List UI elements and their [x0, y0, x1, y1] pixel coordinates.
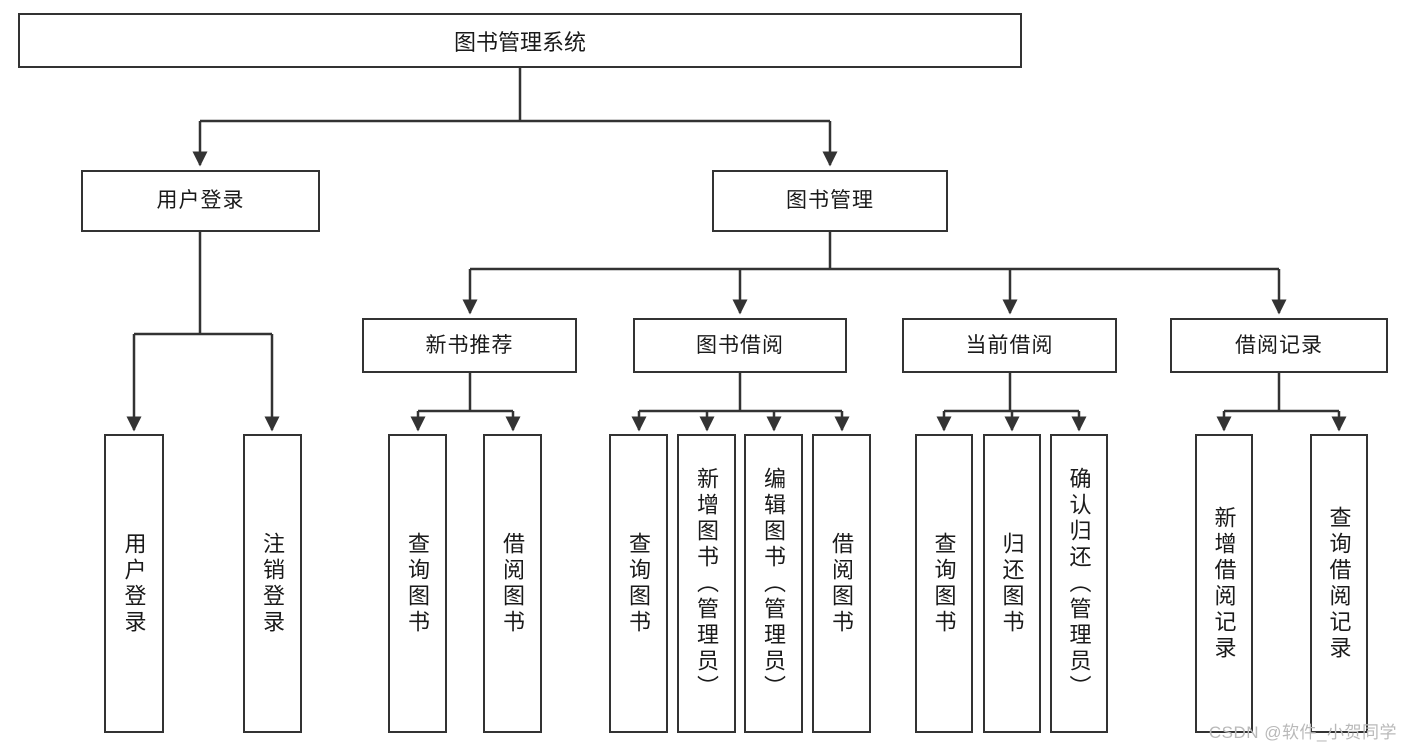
leaf-user-logout-label: 注销登录	[260, 531, 286, 636]
node-book-management-label: 图书管理	[786, 189, 874, 213]
watermark: CSDN @软件_小贺同学	[1208, 723, 1397, 742]
leaf-borrow-book-recommend-label: 借阅图书	[500, 531, 526, 636]
leaf-borrow-book[interactable]: 借阅图书	[812, 434, 871, 733]
leaf-query-book-borrow[interactable]: 查询图书	[609, 434, 668, 733]
node-user-login-label: 用户登录	[156, 189, 245, 213]
node-current-borrow-label: 当前借阅	[965, 333, 1054, 357]
leaf-edit-book-admin[interactable]: 编辑图书（管理员）	[744, 434, 803, 733]
node-book-borrow-label: 图书借阅	[696, 333, 784, 357]
leaf-query-book-current[interactable]: 查询图书	[915, 434, 973, 733]
node-borrow-record[interactable]: 借阅记录	[1170, 318, 1388, 373]
node-new-book-recommend-label: 新书推荐	[425, 333, 514, 357]
leaf-query-book-borrow-label: 查询图书	[626, 531, 652, 636]
leaf-user-login[interactable]: 用户登录	[104, 434, 164, 733]
node-user-login[interactable]: 用户登录	[81, 170, 320, 232]
node-book-borrow[interactable]: 图书借阅	[633, 318, 847, 373]
leaf-query-borrow-record[interactable]: 查询借阅记录	[1310, 434, 1368, 733]
leaf-return-book-label: 归还图书	[999, 531, 1025, 636]
leaf-query-borrow-record-label: 查询借阅记录	[1326, 505, 1352, 662]
leaf-query-book-current-label: 查询图书	[931, 531, 957, 636]
node-new-book-recommend[interactable]: 新书推荐	[362, 318, 577, 373]
leaf-add-book-admin-label: 新增图书（管理员）	[694, 466, 720, 701]
node-root-label: 图书管理系统	[453, 29, 586, 55]
node-borrow-record-label: 借阅记录	[1235, 333, 1323, 357]
leaf-return-book[interactable]: 归还图书	[983, 434, 1041, 733]
node-root[interactable]: 图书管理系统	[18, 13, 1022, 68]
leaf-borrow-book-label: 借阅图书	[829, 531, 855, 636]
leaf-add-borrow-record-label: 新增借阅记录	[1211, 505, 1237, 662]
node-current-borrow[interactable]: 当前借阅	[902, 318, 1117, 373]
leaf-borrow-book-recommend[interactable]: 借阅图书	[483, 434, 542, 733]
leaf-confirm-return-admin-label: 确认归还（管理员）	[1066, 466, 1092, 701]
node-book-management[interactable]: 图书管理	[712, 170, 948, 232]
leaf-user-logout[interactable]: 注销登录	[243, 434, 302, 733]
leaf-confirm-return-admin[interactable]: 确认归还（管理员）	[1050, 434, 1108, 733]
leaf-query-book-recommend[interactable]: 查询图书	[388, 434, 447, 733]
leaf-add-book-admin[interactable]: 新增图书（管理员）	[677, 434, 736, 733]
leaf-query-book-recommend-label: 查询图书	[405, 531, 431, 636]
leaf-edit-book-admin-label: 编辑图书（管理员）	[761, 466, 787, 701]
leaf-user-login-label: 用户登录	[121, 531, 147, 636]
leaf-add-borrow-record[interactable]: 新增借阅记录	[1195, 434, 1253, 733]
